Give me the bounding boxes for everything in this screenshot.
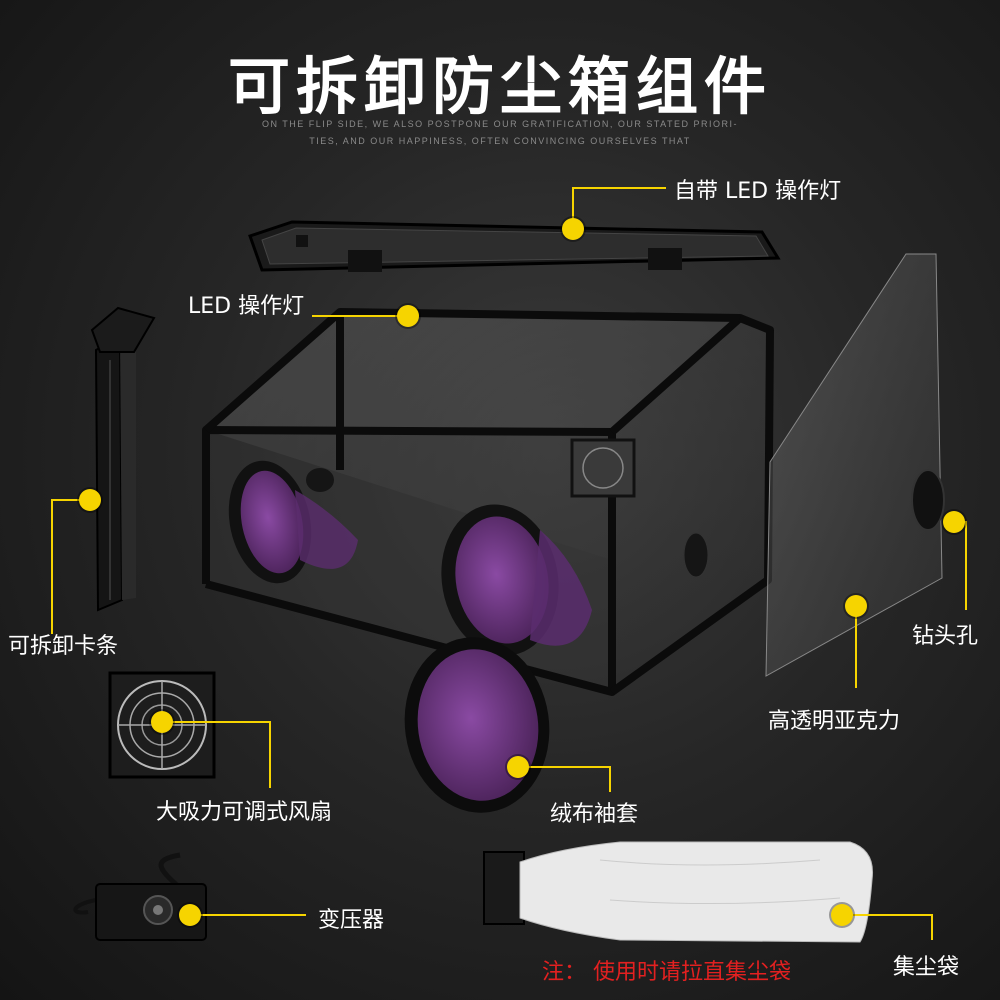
label-acrylic: 高透明亚克力 [768,709,901,734]
transformer [73,852,207,941]
label-drill-hole: 钻头孔 [912,624,979,649]
acrylic-panel [765,253,945,677]
subtitle-line-1: ON THE FLIP SIDE, WE ALSO POSTPONE OUR G… [261,119,739,129]
callout-dot-led [397,305,419,327]
usage-note: 注： 使用时请拉直集尘袋 [542,960,791,985]
callout-dot-acrylic [845,595,867,617]
label-strip: 可拆卸卡条 [8,634,119,659]
callout-lines [51,187,967,940]
dust-box [202,308,774,696]
label-fan: 大吸力可调式风扇 [156,800,333,825]
lid [248,220,781,272]
removable-strip [90,306,156,612]
label-dust-bag: 集尘袋 [893,955,960,980]
label-led: LED 操作灯 [188,294,305,319]
dust-bag [483,841,874,943]
callout-dot-fan [151,711,173,733]
callout-dot-lid-led [562,218,584,240]
callout-dot-sleeve [507,756,529,778]
callout-dot-transformer [179,904,201,926]
subtitle-line-2: TIES, AND OUR HAPPINESS, OFTEN CONVINCIN… [309,136,691,146]
label-lid-led: 自带 LED 操作灯 [674,179,842,204]
callout-dot-dust-bag [831,904,853,926]
callout-dot-drill-hole [943,511,965,533]
page-title: 可拆卸防尘箱组件 [227,50,772,123]
label-transformer: 变压器 [318,908,385,933]
label-sleeve: 绒布袖套 [550,802,639,827]
callout-dot-strip [79,489,101,511]
